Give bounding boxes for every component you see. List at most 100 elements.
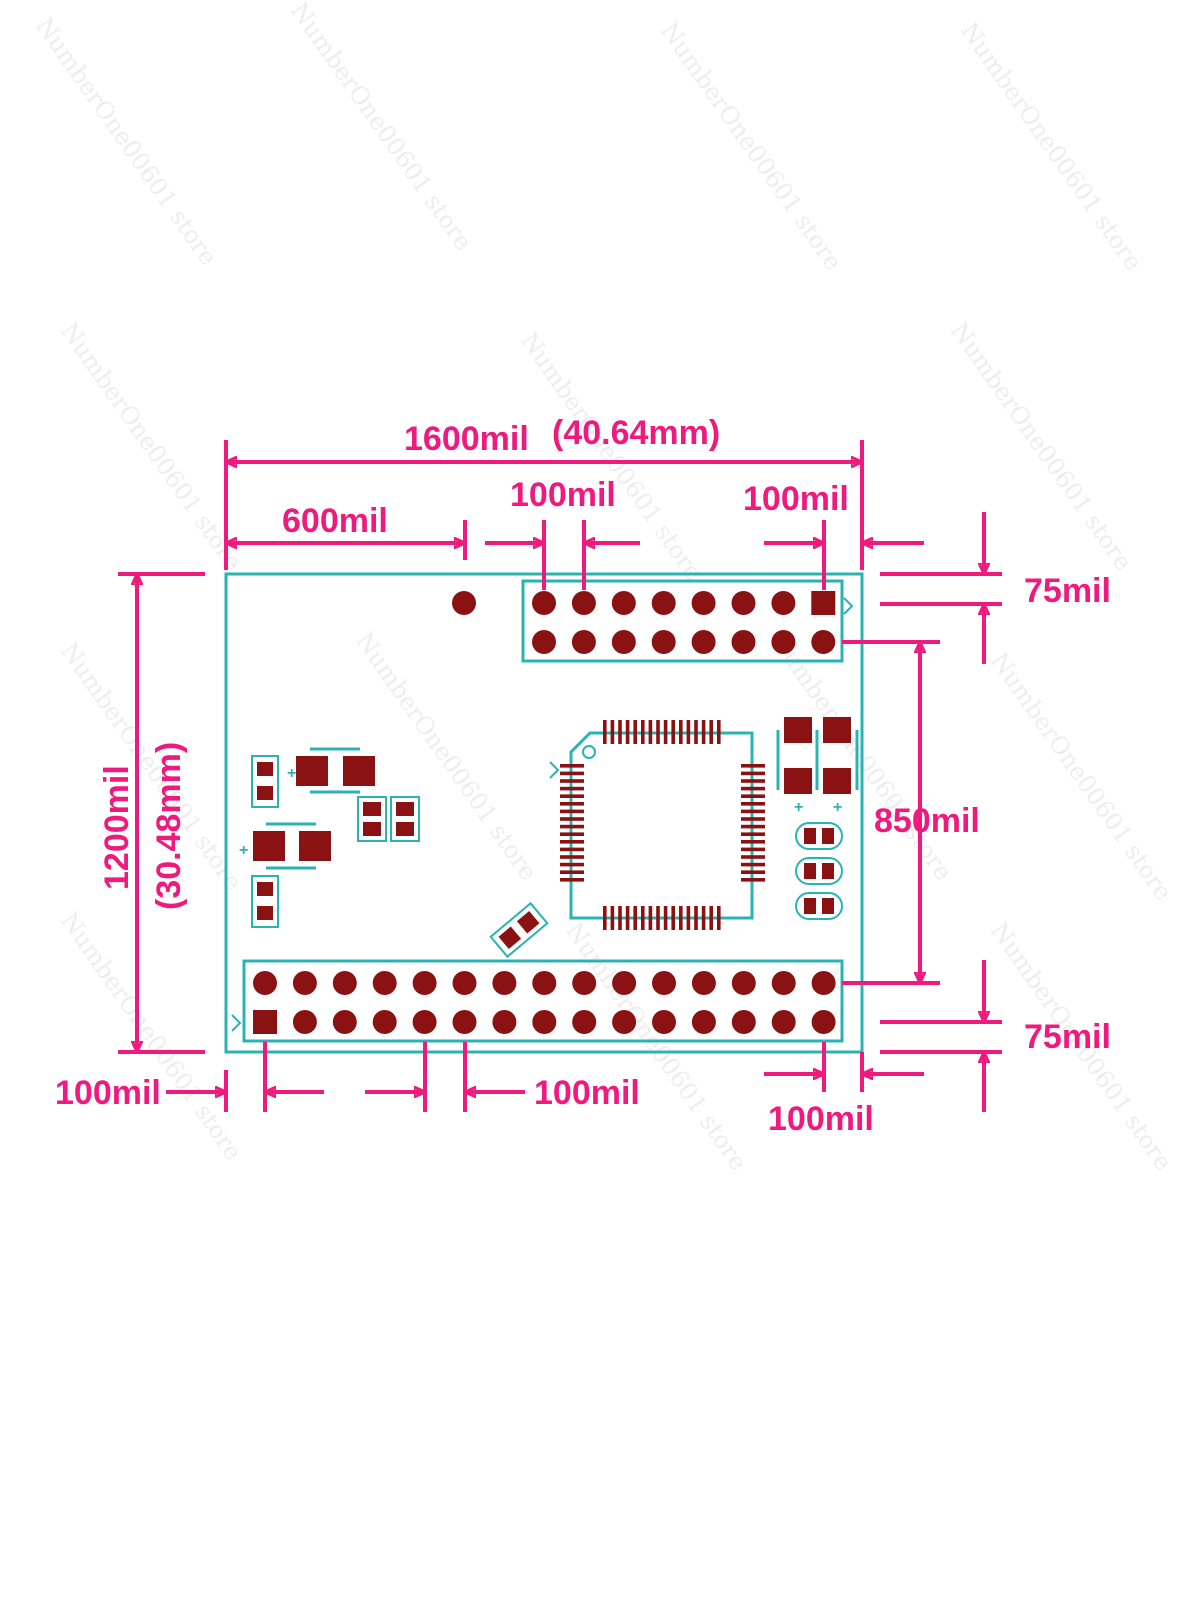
qfp-pin <box>560 878 584 882</box>
header-pad <box>811 1010 836 1034</box>
qfp-pin <box>741 809 765 814</box>
qfp-pin <box>603 720 607 744</box>
qfp-pin <box>741 817 765 821</box>
header-pad <box>572 971 597 995</box>
header-pad <box>691 630 716 654</box>
header-pad <box>771 630 796 654</box>
qfp-pin <box>709 906 713 930</box>
header-pad <box>571 591 596 615</box>
qfp-pin <box>656 906 660 930</box>
header-pad <box>771 971 796 995</box>
qfp-pin <box>741 794 765 798</box>
header-pad <box>253 971 277 995</box>
qfp-pin <box>560 771 584 776</box>
header-pad <box>731 630 756 654</box>
dim-label-bottom-pitch: 100mil <box>534 1074 640 1112</box>
header-pad <box>292 1010 317 1034</box>
header-pad <box>611 591 636 615</box>
qfp-pin <box>694 906 698 930</box>
qfp-pin <box>625 720 630 744</box>
header-pad <box>372 971 397 995</box>
header-pad <box>731 591 756 615</box>
dim-label-height-mm: (30.48mm) <box>150 742 188 910</box>
right-components: + + <box>776 717 859 920</box>
qfp-pin <box>560 824 584 829</box>
qfp-pin <box>560 764 584 768</box>
header-pad <box>651 591 676 615</box>
pin1-square-pad <box>253 1010 277 1034</box>
header-pad <box>372 1010 397 1034</box>
header-pad <box>731 971 756 995</box>
qfp-pin <box>741 840 765 844</box>
watermark-text: NumberOne00601 store <box>55 907 248 1165</box>
bottom-header-outline <box>242 959 844 1043</box>
qfp-pin <box>618 720 622 744</box>
qfp-pin <box>741 862 765 867</box>
qfp-pin <box>610 906 615 930</box>
pin1-marker-top <box>843 597 854 615</box>
header-pad <box>731 1010 756 1034</box>
qfp-pin <box>560 786 584 791</box>
bottom-header-pads <box>253 971 836 1034</box>
watermark-text: NumberOne00601 store <box>30 12 223 270</box>
dim-label-header-spacing: 850mil <box>874 802 980 840</box>
qfp-pin <box>671 906 675 930</box>
watermark-text: NumberOne00601 store <box>945 317 1138 575</box>
qfp-pin <box>741 870 765 874</box>
header-pad <box>452 971 477 995</box>
qfp-pin <box>560 802 584 806</box>
header-pad <box>611 630 636 654</box>
header-pad <box>492 971 517 995</box>
svg-text:+: + <box>239 842 248 859</box>
qfp-pin <box>648 720 653 744</box>
svg-text:+: + <box>287 765 296 782</box>
qfp-pin <box>741 764 765 768</box>
header-pad <box>652 1010 676 1034</box>
dim-label-bottom-right-margin: 100mil <box>768 1100 874 1138</box>
qfp-pin <box>679 720 683 744</box>
header-pad <box>532 971 557 995</box>
qfp-chip <box>549 720 765 930</box>
qfp-pin <box>679 906 683 930</box>
pin1-square-pad <box>811 591 836 615</box>
svg-text:+: + <box>794 799 803 816</box>
dim-label-left-offset: 600mil <box>282 502 388 540</box>
qfp-pin <box>560 870 584 874</box>
header-pad <box>572 1010 597 1034</box>
qfp-pin <box>641 720 645 744</box>
qfp-pin <box>625 906 630 930</box>
pin1-marker-bottom <box>231 1014 242 1032</box>
header-pad <box>691 971 716 995</box>
header-pad <box>332 971 357 995</box>
header-pad <box>811 630 836 654</box>
top-header-outline <box>521 579 844 663</box>
qfp-pin <box>560 817 584 821</box>
qfp-pin <box>741 786 765 791</box>
qfp-pin <box>618 906 622 930</box>
header-pad <box>612 1010 637 1034</box>
qfp-pin <box>560 855 584 859</box>
qfp-pin <box>560 840 584 844</box>
watermark-group: NumberOne00601 store NumberOne00601 stor… <box>30 0 1178 1176</box>
qfp-pin <box>560 832 584 836</box>
watermark-text: NumberOne00601 store <box>55 317 248 575</box>
qfp-pin <box>560 862 584 867</box>
header-pad <box>492 1010 517 1034</box>
header-pad <box>412 971 437 995</box>
qfp-pin <box>686 906 691 930</box>
qfp-pin <box>709 720 713 744</box>
dim-label-bottom-left-margin: 100mil <box>55 1074 161 1112</box>
header-pad <box>771 591 796 615</box>
header-pad <box>811 971 836 995</box>
watermark-text: NumberOne00601 store <box>285 0 478 256</box>
header-pad <box>292 971 317 995</box>
watermark-text: NumberOne00601 store <box>985 647 1178 905</box>
qfp-pin <box>648 906 653 930</box>
qfp-pin <box>633 720 637 744</box>
qfp-pin <box>560 809 584 814</box>
header-pad <box>691 1010 716 1034</box>
watermark-text: NumberOne00601 store <box>955 17 1148 275</box>
mounting-pad <box>452 591 476 615</box>
qfp-pin <box>741 855 765 859</box>
